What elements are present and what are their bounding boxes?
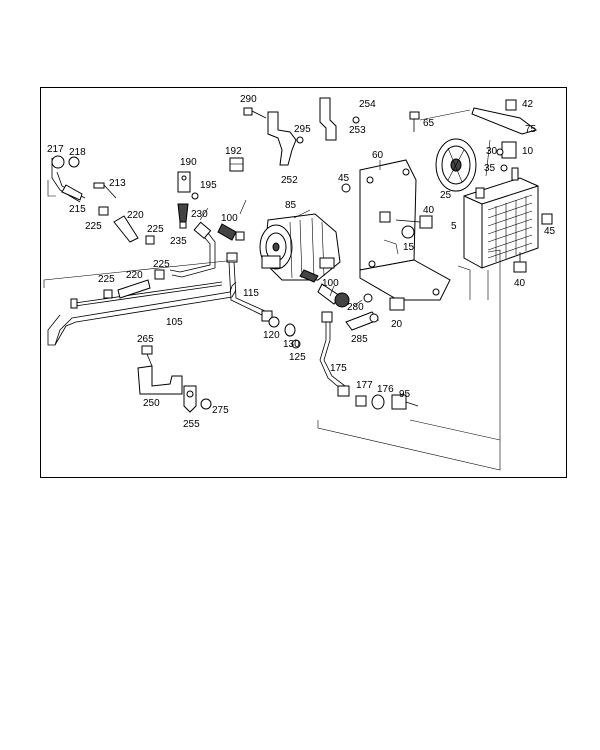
label-250: 250 <box>143 398 160 409</box>
pipe-115 <box>226 252 273 322</box>
label-75: 75 <box>525 124 537 135</box>
part-number-labels: 217 218 213 215 225 220 225 235 190 195 … <box>47 94 556 430</box>
label-253: 253 <box>349 125 366 136</box>
label-177: 177 <box>356 380 373 391</box>
fittings-left <box>98 206 165 299</box>
label-95: 95 <box>399 389 411 400</box>
mount-20 <box>389 297 405 311</box>
bolt-265 <box>141 345 153 367</box>
label-100: 100 <box>221 213 238 224</box>
label-45-right: 45 <box>544 226 556 237</box>
label-220: 220 <box>127 210 144 221</box>
label-295: 295 <box>294 124 311 135</box>
label-60: 60 <box>372 150 384 161</box>
label-5: 5 <box>451 221 457 232</box>
nut-192 <box>229 157 244 172</box>
label-130: 130 <box>283 339 300 350</box>
label-35: 35 <box>484 163 496 174</box>
fan-25 <box>435 138 477 192</box>
clip-255 <box>183 385 197 413</box>
strap-75 <box>471 99 538 135</box>
label-255: 255 <box>183 419 200 430</box>
label-213: 213 <box>109 178 126 189</box>
label-192: 192 <box>225 146 242 157</box>
label-45: 45 <box>338 173 350 184</box>
bracket-252 <box>267 111 304 166</box>
label-230: 230 <box>191 209 208 220</box>
label-225-lower-right: 225 <box>153 259 170 270</box>
label-25: 25 <box>440 190 452 201</box>
label-220-lower: 220 <box>126 270 143 281</box>
label-235: 235 <box>170 236 187 247</box>
label-120: 120 <box>263 330 280 341</box>
pipe-235 <box>169 221 216 278</box>
label-195: 195 <box>200 180 217 191</box>
label-285: 285 <box>351 334 368 345</box>
label-275: 275 <box>212 405 229 416</box>
label-176: 176 <box>377 384 394 395</box>
bolt-40-right <box>513 252 527 273</box>
label-100-lower: 100 <box>322 278 339 289</box>
bolt-290 <box>243 107 267 119</box>
bolt-45-right <box>541 213 553 225</box>
label-225: 225 <box>147 224 164 235</box>
bolt-65 <box>409 111 420 132</box>
bracket-250 <box>137 365 183 395</box>
pipe-105 <box>47 281 237 346</box>
nut-45-left <box>341 183 351 193</box>
leader-lines <box>43 109 501 471</box>
sensor-190 <box>177 171 199 229</box>
fitting-100-upper <box>217 223 245 241</box>
fitting-100-lower <box>317 283 350 308</box>
label-30: 30 <box>486 146 498 157</box>
label-175: 175 <box>330 363 347 374</box>
label-85: 85 <box>285 200 297 211</box>
nut-275 <box>200 398 212 410</box>
label-254: 254 <box>359 99 376 110</box>
label-10: 10 <box>522 146 534 157</box>
label-15: 15 <box>403 242 415 253</box>
clamp-280 <box>363 293 373 303</box>
label-115: 115 <box>243 288 259 299</box>
tube-215 <box>51 155 117 203</box>
label-252: 252 <box>281 175 298 186</box>
label-65: 65 <box>423 118 435 129</box>
label-105: 105 <box>166 317 183 328</box>
clamp-285 <box>345 311 379 331</box>
label-190: 190 <box>180 157 197 168</box>
label-217: 217 <box>47 144 64 155</box>
label-225-lower: 225 <box>98 274 115 285</box>
label-20: 20 <box>391 319 403 330</box>
label-225: 225 <box>85 221 102 232</box>
compressor-85 <box>259 213 341 283</box>
pipe-175 <box>319 311 350 397</box>
evaporator-5 <box>463 167 539 269</box>
label-40-right: 40 <box>514 278 526 289</box>
switch-10 <box>496 141 517 172</box>
label-40: 40 <box>423 205 435 216</box>
fittings-177-176-95 <box>355 394 419 410</box>
label-290: 290 <box>240 94 257 105</box>
label-215: 215 <box>69 204 86 215</box>
label-280: 280 <box>347 302 364 313</box>
label-218: 218 <box>69 147 86 158</box>
seals-120-130-125 <box>268 316 301 349</box>
bracket-253 <box>319 97 360 141</box>
bracket-plate-60 <box>359 159 451 301</box>
bolt-40-15 <box>395 215 433 239</box>
diagram-frame <box>40 87 567 478</box>
label-125: 125 <box>289 352 306 363</box>
label-265: 265 <box>137 334 154 345</box>
label-42: 42 <box>522 99 534 110</box>
